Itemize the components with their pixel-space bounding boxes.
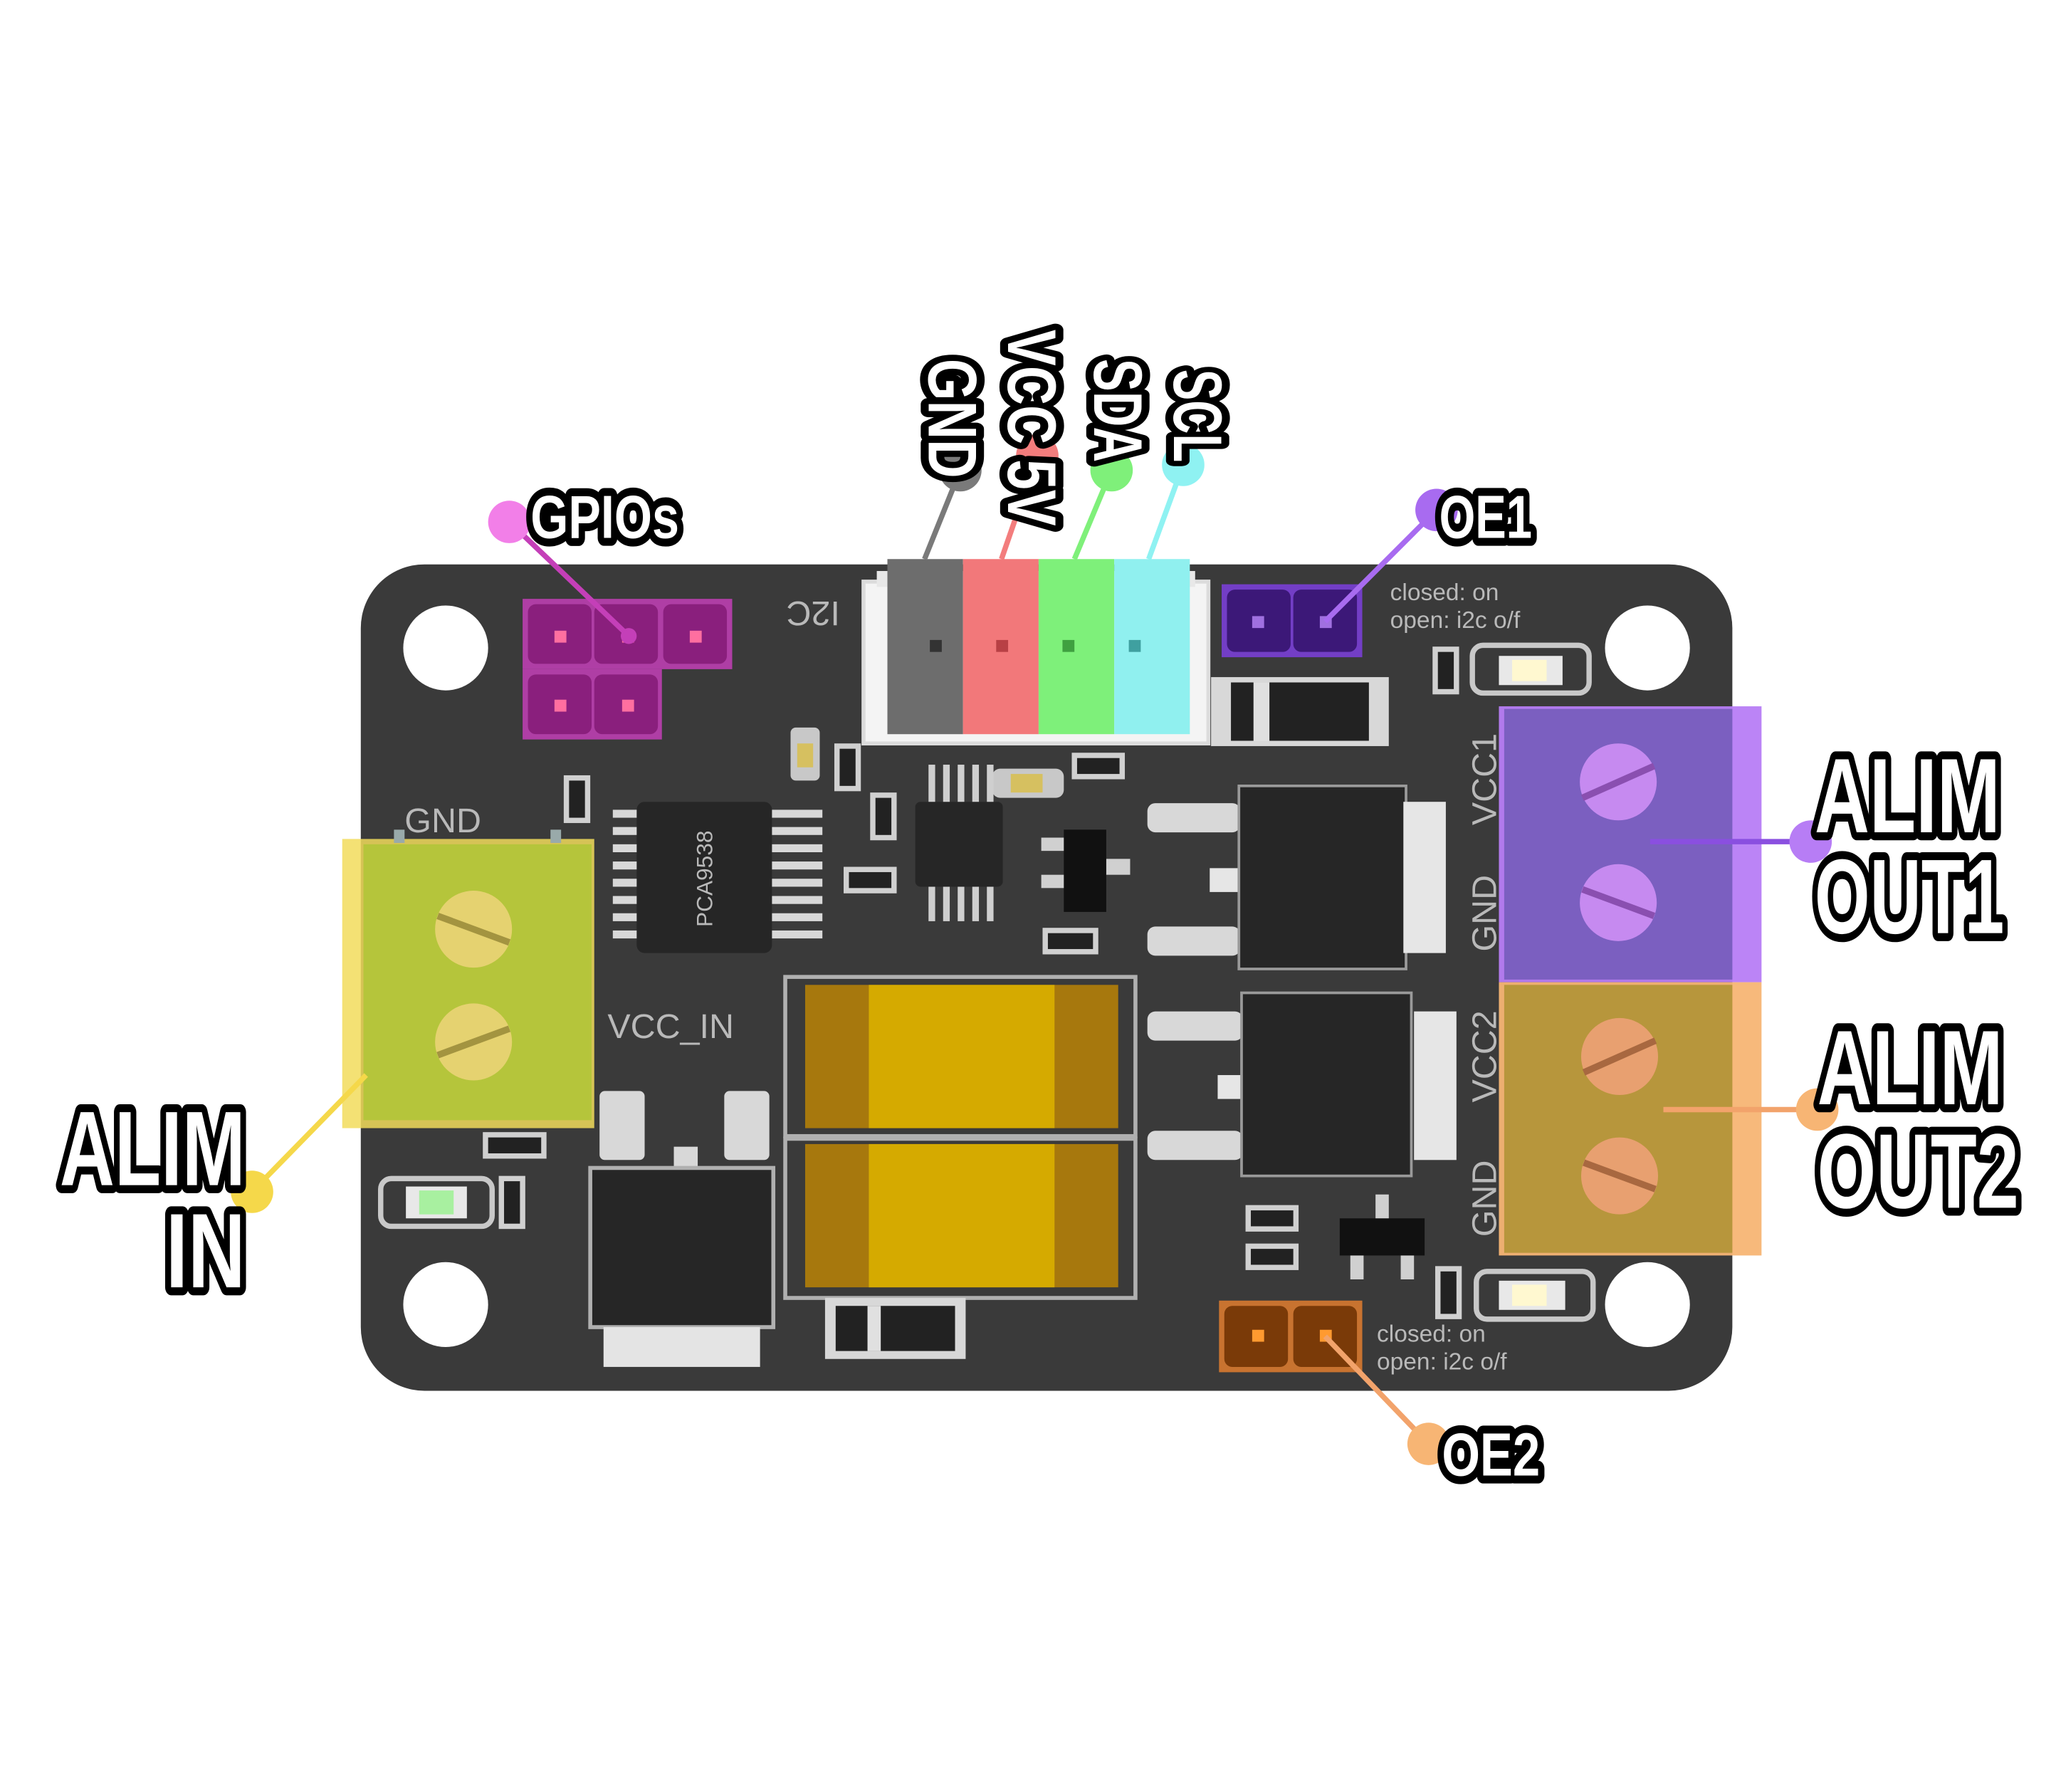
oe1-closed-text: closed: on	[1390, 580, 1499, 606]
voltage-regulator	[588, 1091, 776, 1367]
label-oe2: OE2	[1442, 1421, 1540, 1489]
capacitor-lower	[783, 1136, 1138, 1300]
label-alim-out1-line2: OUT1	[1815, 837, 2004, 956]
led-top-right	[1432, 642, 1592, 696]
mount-hole-top-right	[1605, 605, 1690, 691]
mosfet-upper	[1147, 784, 1446, 970]
pca9538-chip	[612, 802, 823, 953]
gpio-header	[523, 599, 733, 740]
diode-top	[1211, 677, 1389, 746]
mount-hole-top-left	[403, 605, 488, 691]
label-alim-out2-line2: OUT2	[1818, 1111, 2019, 1230]
label-gnd: GND	[913, 359, 991, 478]
callout-alim-in	[231, 1073, 368, 1213]
label-gpios: GPIOs	[530, 483, 679, 551]
sot23-middle	[1041, 829, 1131, 912]
callout-gpios	[488, 501, 637, 644]
callout-oe2	[1323, 1334, 1450, 1465]
i2c-pin-scl	[1114, 559, 1190, 735]
oe2-closed-text: closed: on	[1377, 1321, 1486, 1348]
diode-bottom	[824, 1298, 966, 1359]
callout-gnd	[922, 449, 982, 560]
i2c-silkscreen: I2C	[786, 594, 839, 632]
alim-in-terminal	[342, 829, 594, 1128]
callout-sda	[1071, 449, 1133, 560]
label-alim-out2-line1: ALIM	[1818, 1008, 2003, 1127]
pca9538-label: PCA9538	[692, 831, 718, 928]
smd-passives-right	[1245, 1194, 1462, 1319]
oe2-jumper	[1219, 1300, 1363, 1373]
mount-hole-bottom-right	[1605, 1262, 1690, 1347]
i2c-pin-gnd	[887, 559, 963, 735]
oe1-open-text: open: i2c o/f	[1390, 607, 1521, 634]
smd-passives-left	[563, 727, 1126, 955]
mosfet-lower	[1147, 991, 1457, 1178]
i2c-connector	[861, 559, 1211, 746]
label-oe1: OE1	[1439, 483, 1532, 551]
label-alim-out1-line1: ALIM	[1815, 736, 2000, 855]
vcc2-silkscreen: VCC2	[1466, 1010, 1504, 1102]
qfn-chip	[915, 765, 1003, 921]
label-scl: SCL	[1159, 370, 1237, 462]
label-vcc5v: VCC 5V	[993, 330, 1071, 526]
vcc-in-silkscreen: VCC_IN	[607, 1007, 734, 1046]
label-alim-in-line2: IN	[166, 1191, 246, 1310]
oe2-open-text: open: i2c o/f	[1377, 1349, 1507, 1376]
led-bottom-right	[1474, 1269, 1596, 1322]
callout-scl	[1146, 444, 1205, 560]
capacitor-upper	[783, 975, 1138, 1138]
i2c-pin-sda	[1038, 559, 1115, 735]
label-alim-in-line1: ALIM	[60, 1089, 246, 1208]
oe1-jumper	[1222, 584, 1363, 658]
callout-alim-out2	[1663, 1088, 1839, 1131]
gnd1-silkscreen: GND	[1466, 875, 1504, 952]
callout-oe1	[1323, 488, 1458, 624]
label-sda: SDA	[1079, 359, 1157, 462]
led-bottom-left	[378, 1132, 547, 1230]
mount-hole-bottom-left	[403, 1262, 488, 1347]
gnd2-silkscreen: GND	[1466, 1160, 1504, 1237]
alim-out2-terminal	[1499, 982, 1762, 1256]
vcc1-silkscreen: VCC1	[1466, 733, 1504, 825]
gnd-in-silkscreen: GND	[404, 802, 481, 840]
callout-alim-out1	[1649, 820, 1832, 863]
callout-vcc5v	[999, 434, 1059, 560]
